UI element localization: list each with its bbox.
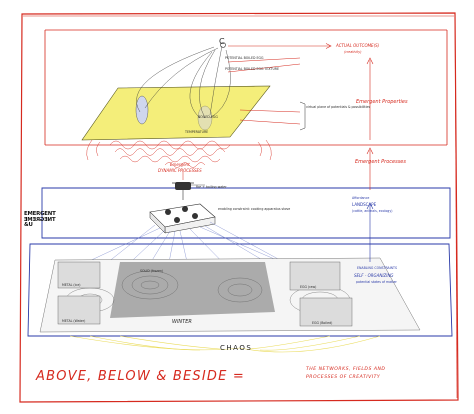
bottom-level-box (27, 243, 453, 337)
enabling-constraints-label: ENABLING CONSTRAINTS (357, 266, 397, 270)
emergent-logo: EMERGENT TNEGREME &U (24, 211, 56, 229)
dynamic-processes-label-1: Emergent (170, 162, 190, 167)
title-main: ABOVE, BELOW & BESIDE = (36, 369, 245, 384)
emergent-processes-label: Emergent Processes (355, 159, 406, 165)
middle-level-box (41, 187, 451, 239)
corner-bottom-right: EGG (Boiled) (312, 321, 333, 325)
title-sub-2: PROCESSES OF CREATIVITY (306, 375, 381, 380)
outer-frame (19, 12, 459, 403)
landscape-label: LANDSCAPE (352, 202, 377, 207)
logo-line-1: EMERGENT (24, 211, 56, 217)
corner-top-left: METAL (ice) (62, 283, 81, 287)
chaos-label: CHAOS (220, 344, 253, 352)
fire-water-note: fire + boiling water (196, 185, 227, 189)
landscape-pre-label: Affordance (352, 196, 370, 200)
logo-line-3: &U (24, 222, 33, 229)
potential-boiled-egg-note-2: POTENTIAL BOILED EGG TEXTURE (225, 67, 280, 71)
virtual-plane-note: virtual plane of potentials & possibilit… (306, 105, 371, 109)
virtual-plane (81, 85, 271, 141)
emergent-properties-label: Emergent Properties (356, 99, 408, 105)
dynamic-processes-label-2: DYNAMIC PROCESSES (158, 168, 202, 173)
temperature-label: TEMPERATURE (185, 130, 209, 134)
top-level-box (44, 29, 448, 146)
corner-bottom-left: METAL (Water) (62, 319, 86, 323)
boiled-egg-label: BOILED EGG (198, 115, 218, 119)
corner-top-right: EGG (raw) (300, 285, 317, 289)
title-sub-1: THE NETWORKS, FIELDS AND (306, 367, 386, 372)
center-solid-label: SOLID (frozen) (140, 269, 164, 273)
actual-outcome-label: ACTUAL OUTCOME(S) (336, 43, 380, 48)
logo-line-2: TNEGREME (24, 216, 56, 223)
outcome-letter: C (219, 37, 225, 46)
self-organizing-sub: potential states of matter (356, 280, 397, 284)
stove-note: enabling constraint: cooking apparatus s… (218, 207, 291, 211)
winter-label: WINTER (172, 319, 192, 325)
self-organizing-label: SELF - ORGANIZING (354, 273, 394, 278)
landscape-note: (cattle, animals, ecology) (352, 209, 393, 213)
pot (175, 182, 191, 190)
potential-boiled-egg-note: POTENTIAL BOILED EGG (225, 56, 264, 60)
actual-outcome-sub: (creativity) (344, 50, 362, 54)
